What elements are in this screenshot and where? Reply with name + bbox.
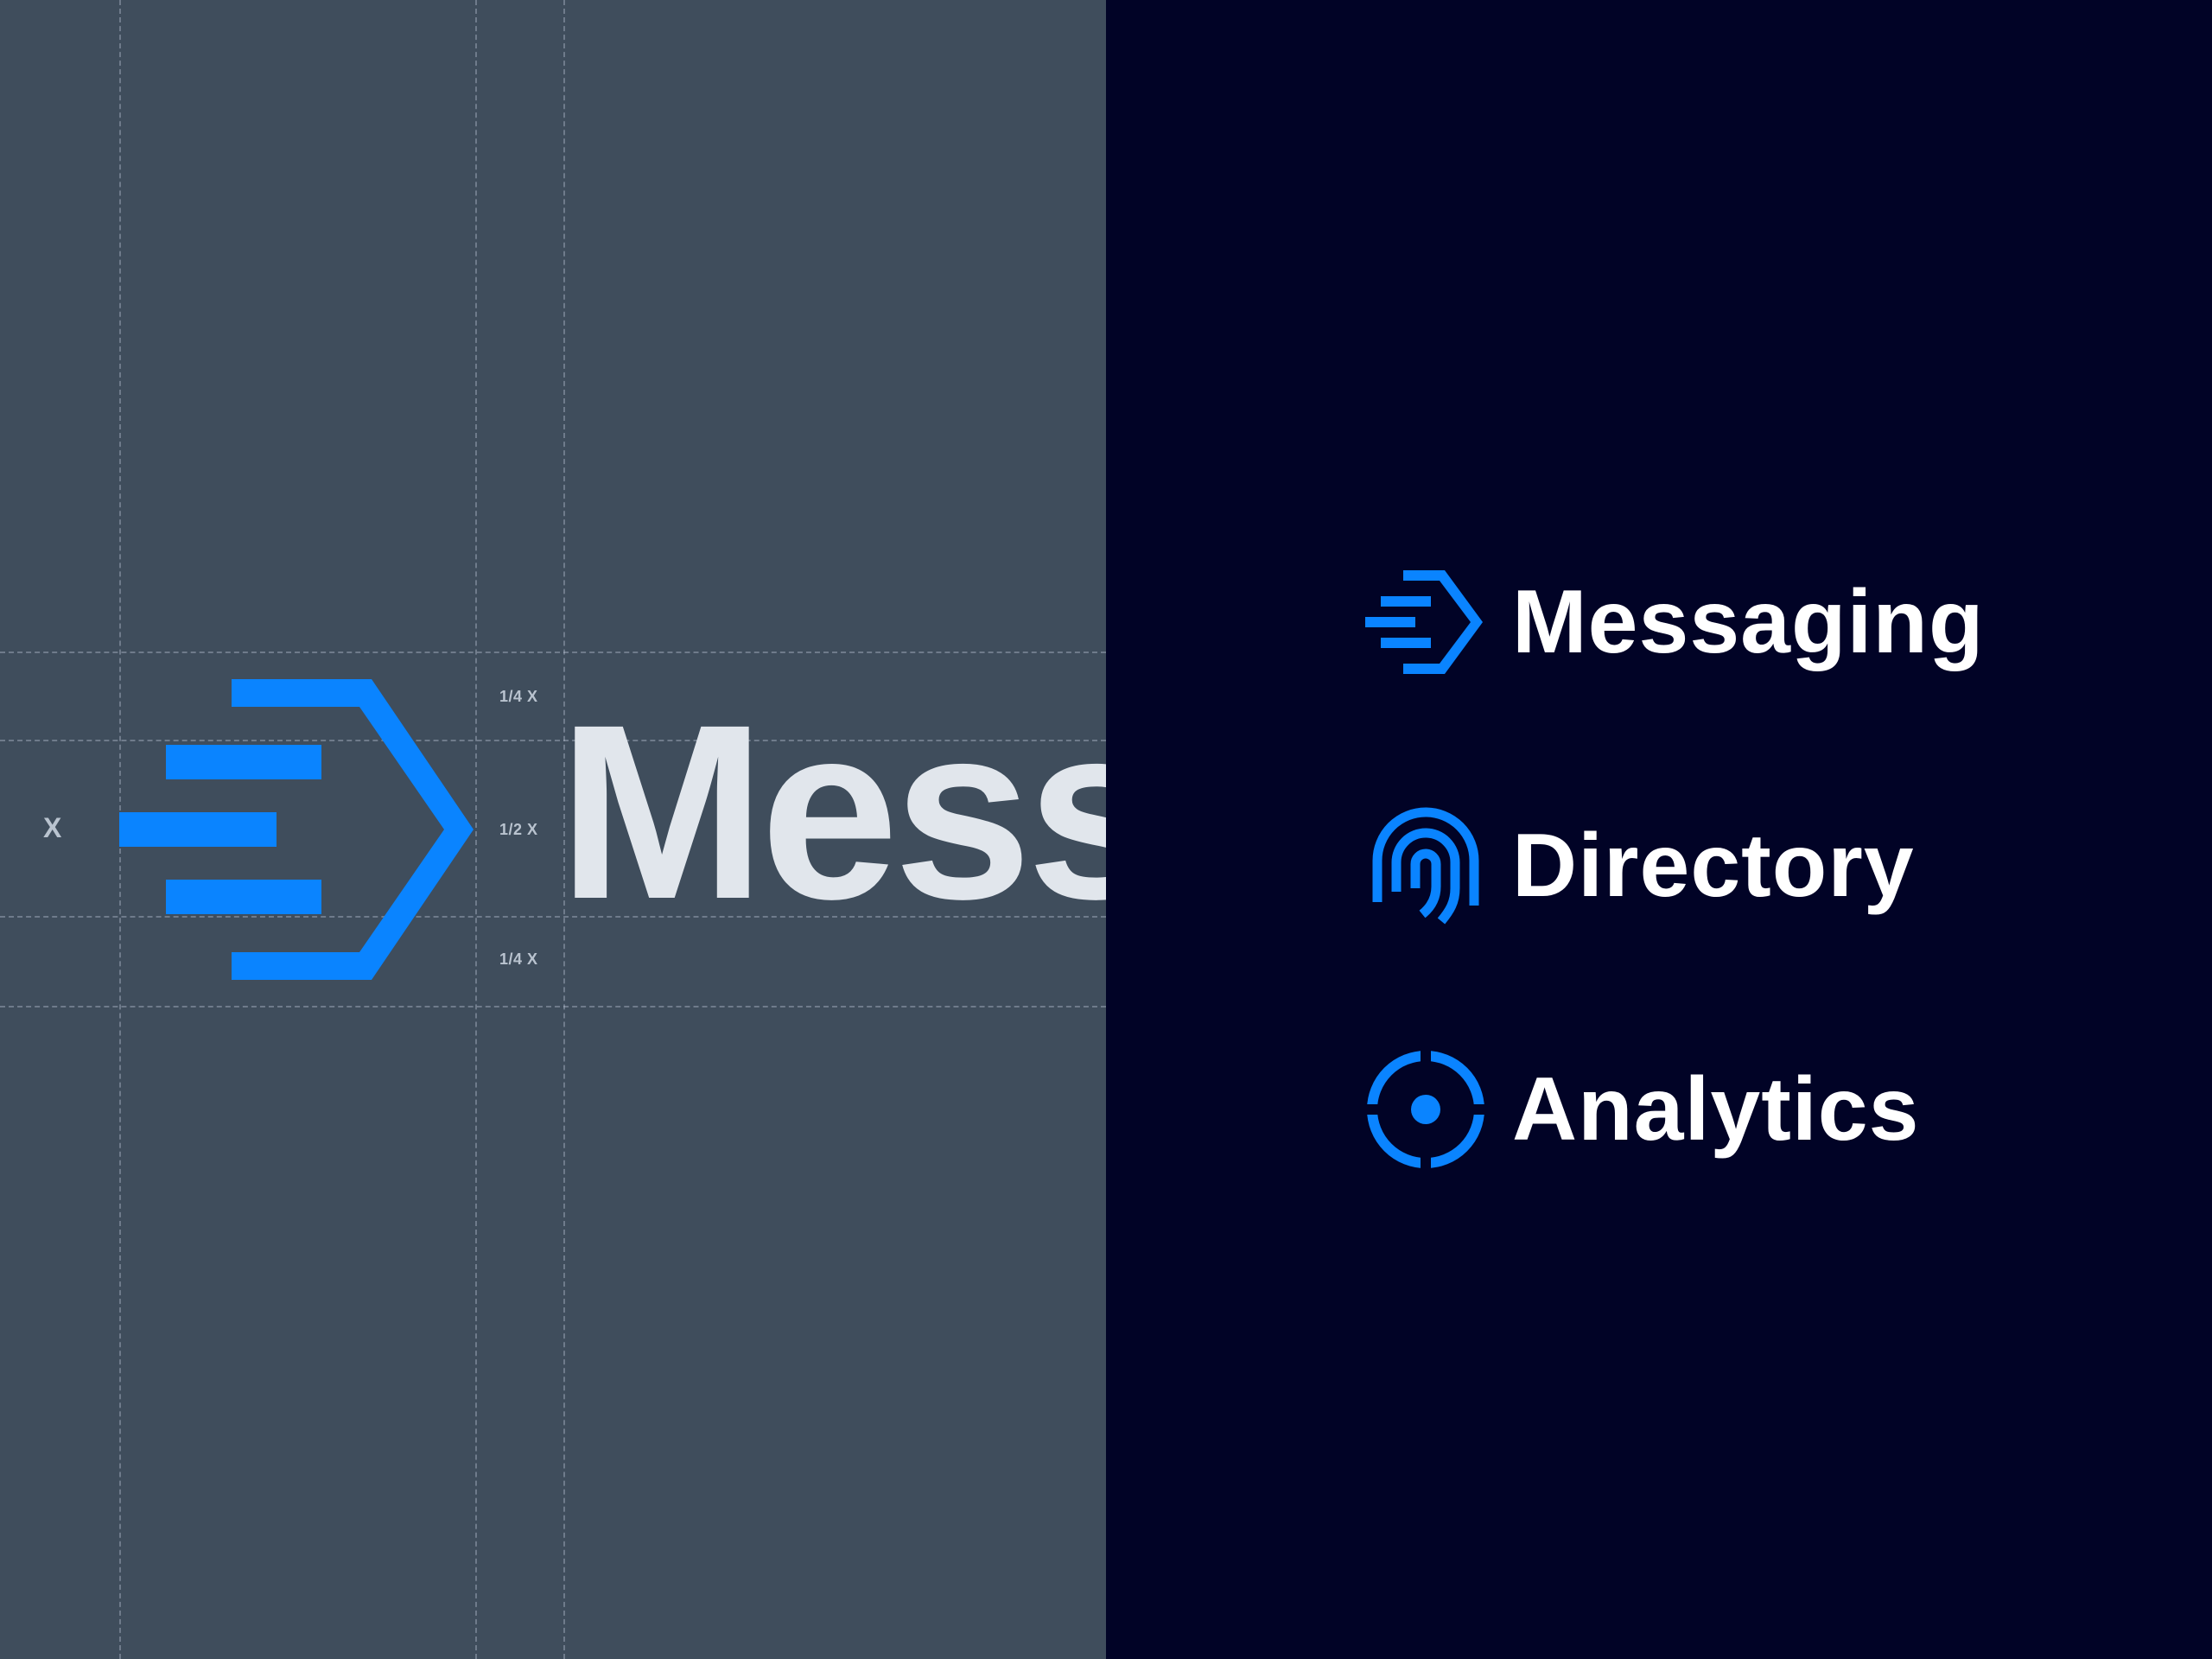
measure-half-label: 1/2 X (499, 821, 538, 838)
target-icon (1365, 1049, 1486, 1170)
fingerprint-icon (1372, 807, 1479, 925)
guide-line (0, 740, 1106, 741)
product-label-directory: Directory (1512, 815, 1915, 916)
guide-line (475, 0, 477, 1659)
wordmark-construction: Mess (558, 673, 1106, 951)
measure-quarter-top-label: 1/4 X (499, 688, 538, 705)
product-label-analytics: Analytics (1512, 1058, 1920, 1160)
guide-line (0, 1006, 1106, 1007)
construction-panel: X 1/4 X 1/2 X 1/4 X Mess (0, 0, 1106, 1659)
guide-line (0, 652, 1106, 653)
messaging-logo-large-icon (119, 679, 474, 980)
messaging-arrow-icon (1365, 570, 1483, 674)
guide-line (563, 0, 565, 1659)
product-messaging: Messaging (1365, 557, 1984, 687)
guide-line (0, 916, 1106, 918)
measure-quarter-bottom-label: 1/4 X (499, 950, 538, 968)
product-analytics: Analytics (1365, 1045, 1919, 1174)
product-label-messaging: Messaging (1512, 571, 1985, 672)
product-directory: Directory (1365, 801, 1915, 931)
product-lockups-panel (1106, 0, 2212, 1659)
measure-x-label: X (43, 812, 62, 843)
